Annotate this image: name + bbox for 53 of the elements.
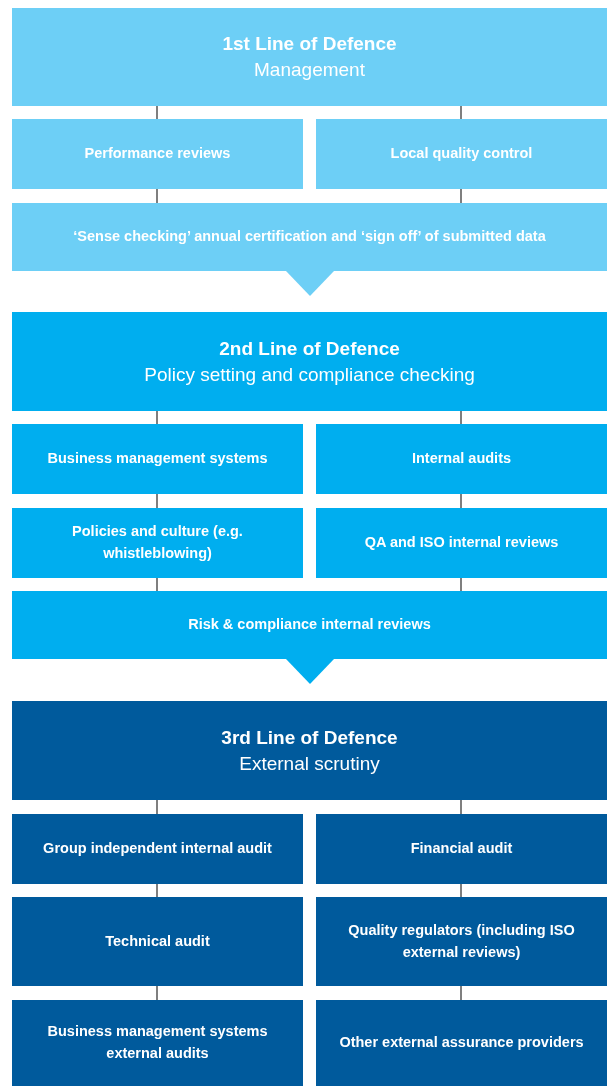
box-label: Other external assurance providers <box>339 1033 584 1053</box>
process-box <box>12 508 303 578</box>
connector-line <box>156 985 158 1001</box>
box-label: Internal audits <box>411 449 512 469</box>
section-subtitle: External scrutiny <box>239 751 380 776</box>
process-box <box>316 424 607 494</box>
connector-line <box>460 985 462 1001</box>
box-label: Risk & compliance internal reviews <box>188 615 431 635</box>
connector-line <box>156 410 158 425</box>
box-label: Performance reviews <box>84 144 231 164</box>
box-label: Business management systems <box>47 449 268 469</box>
process-box <box>12 424 303 494</box>
box-label: Financial audit <box>410 839 513 859</box>
section-header-box <box>12 701 607 800</box>
process-box <box>316 508 607 578</box>
box-label: QA and ISO internal reviews <box>364 533 559 553</box>
process-box <box>316 119 607 189</box>
connector-line <box>156 188 158 204</box>
box-label: ‘Sense checking’ annual certification and ‘sign off’ of submitted data <box>73 227 546 247</box>
process-box <box>316 897 607 986</box>
section-title: 3rd Line of Defence <box>221 725 398 750</box>
connector-line <box>156 105 158 120</box>
box-label: Policies and culture (e.g. whistleblowing) <box>71 522 244 563</box>
box-label: Technical audit <box>105 931 210 951</box>
connector-line <box>460 799 462 815</box>
box-label: Business management systems external audits <box>46 1022 269 1063</box>
connector-line <box>460 577 462 592</box>
connector-line <box>460 493 462 509</box>
process-box <box>12 897 303 986</box>
section-header-box <box>12 312 607 411</box>
process-box <box>12 1000 303 1086</box>
section-title: 2nd Line of Defence <box>219 336 400 361</box>
box-label: Local quality control <box>390 144 533 164</box>
connector-line <box>460 105 462 120</box>
connector-line <box>460 410 462 425</box>
connector-line <box>460 188 462 204</box>
section-title: 1st Line of Defence <box>222 32 397 57</box>
process-box <box>316 1000 607 1086</box>
connector-line <box>156 577 158 592</box>
connector-line <box>460 883 462 898</box>
section-subtitle: Policy setting and compliance checking <box>144 362 475 387</box>
section-subtitle: Management <box>254 58 365 82</box>
connector-line <box>156 883 158 898</box>
process-box <box>12 814 303 884</box>
chevron-arrow <box>286 659 334 684</box>
box-label: Group independent internal audit <box>43 839 272 859</box>
process-box <box>12 119 303 189</box>
connector-line <box>156 493 158 509</box>
chevron-arrow <box>286 271 334 296</box>
section-header-box <box>12 8 607 106</box>
box-label: Quality regulators (including ISO external reviews) <box>347 920 576 962</box>
process-box <box>316 814 607 884</box>
connector-line <box>156 799 158 815</box>
